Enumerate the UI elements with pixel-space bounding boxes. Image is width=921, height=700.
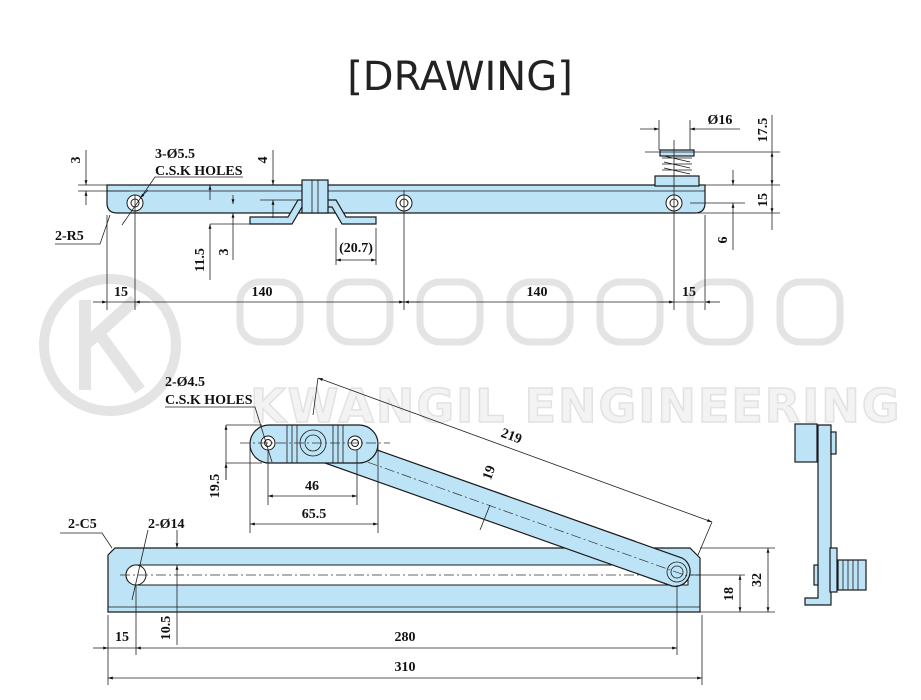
dim-slot-length: 280 xyxy=(395,630,416,645)
watermark-logo-icon xyxy=(39,274,181,416)
dim-plate-height: 19.5 xyxy=(208,474,223,499)
bracket xyxy=(249,179,377,225)
dim-top-span-2: 140 xyxy=(527,285,548,300)
spring-plunger xyxy=(654,149,700,187)
radius-note: 2-R5 xyxy=(55,229,84,244)
dim-slot-offset: 10.5 xyxy=(159,616,174,641)
watermark-korean-shapes xyxy=(236,278,844,346)
dim-bracket-foot: (20.7) xyxy=(339,241,373,256)
front-view: 2-Ø4.5 C.S.K HOLES 2-C5 2-Ø14 46 65.5 21… xyxy=(60,375,867,685)
dim-left-thickness: 3 xyxy=(69,157,84,164)
dim-spring-dia: Ø16 xyxy=(708,113,733,128)
dim-bracket-offset: 4 xyxy=(256,157,271,164)
dim-base-height: 32 xyxy=(750,573,765,587)
side-view xyxy=(794,423,867,606)
dim-arm-length: 219 xyxy=(499,426,524,447)
arm xyxy=(307,428,691,587)
dim-top-end-left: 15 xyxy=(114,285,128,300)
dim-pivot-height: 18 xyxy=(722,587,737,601)
front-holes-note2: C.S.K HOLES xyxy=(165,393,253,408)
dim-front-end-left: 15 xyxy=(115,630,129,645)
chamfer-note: 2-C5 xyxy=(68,517,97,532)
dim-top-end-right: 15 xyxy=(682,285,696,300)
top-holes-note: 3-Ø5.5 xyxy=(155,147,195,162)
slot-note: 2-Ø14 xyxy=(148,517,185,532)
dim-spring-height: 17.5 xyxy=(756,118,771,143)
page-title: [DRAWING] xyxy=(347,54,573,100)
dim-total-length: 310 xyxy=(395,660,416,675)
dim-bracket-thickness: 3 xyxy=(217,249,232,256)
arm-plate xyxy=(240,424,390,464)
dim-arm-width: 19 xyxy=(480,464,499,482)
dim-plate-length: 65.5 xyxy=(302,507,327,522)
dim-hole-offset: 6 xyxy=(716,237,731,244)
front-holes-note: 2-Ø4.5 xyxy=(165,375,205,390)
dim-hole-pitch: 46 xyxy=(305,479,319,494)
dim-top-span-1: 140 xyxy=(252,285,273,300)
top-view: 3-Ø5.5 C.S.K HOLES 2-R5 15 140 140 15 (2… xyxy=(55,113,780,310)
top-holes-note2: C.S.K HOLES xyxy=(155,164,243,179)
watermark-k-icon xyxy=(79,295,145,394)
dim-bar-width: 15 xyxy=(756,193,771,207)
dim-bracket-height: 11.5 xyxy=(193,248,208,272)
